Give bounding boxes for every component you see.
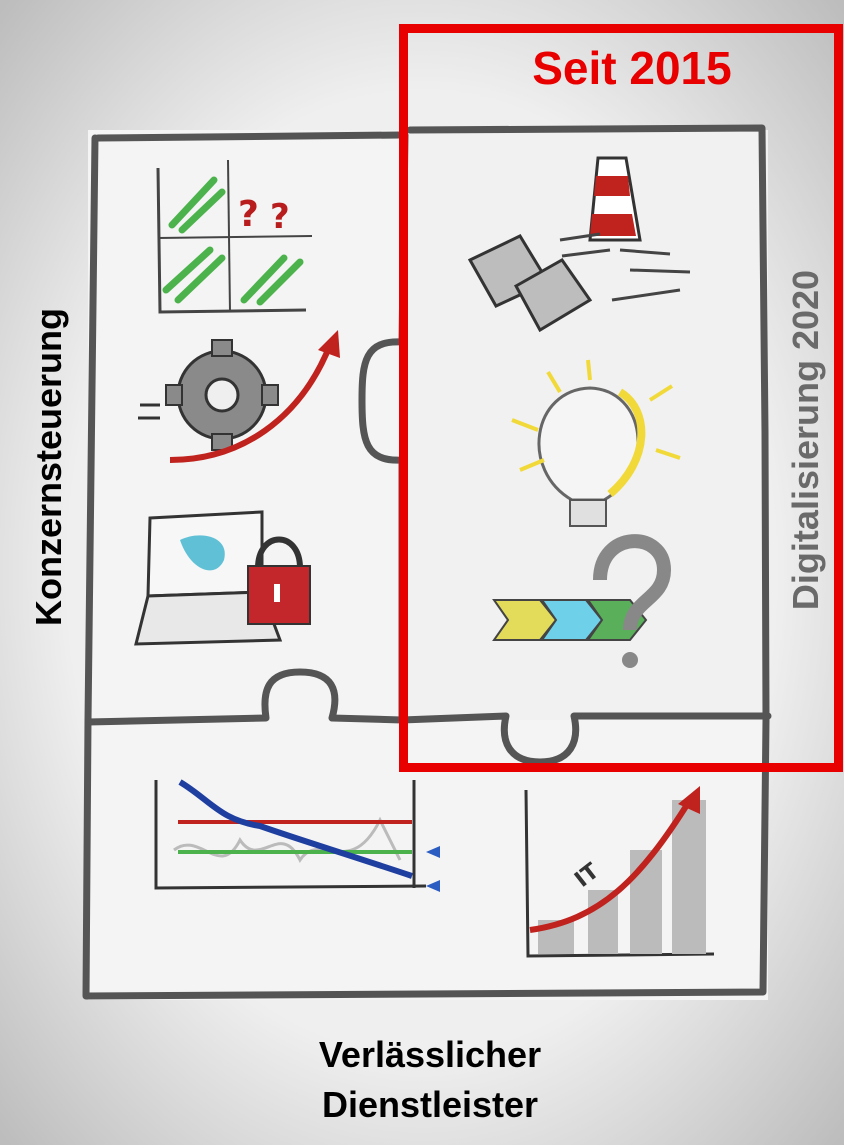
left-vertical-label: Konzernsteuerung: [28, 307, 69, 627]
gear-growth-icon: [138, 330, 340, 463]
since-year-label: Seit 2015: [532, 42, 732, 94]
line-chart-icon: [154, 779, 440, 892]
right-vertical-label: Digitalisierung 2020: [785, 269, 826, 611]
bottom-label-line2: Dienstleister: [321, 1084, 539, 1125]
light-bulb-icon: [511, 359, 681, 527]
laptop-lock-icon: [134, 510, 311, 646]
quadrant-chart-icon: ? ?: [156, 159, 313, 314]
svg-text:?: ?: [238, 194, 259, 235]
binoculars-lighthouse-icon: [467, 156, 691, 333]
highlight-frame: [399, 24, 843, 772]
bottom-label: Verlässlicher Dienstleister: [220, 1030, 640, 1130]
bottom-label-line1: Verlässlicher: [318, 1034, 542, 1075]
process-arrows-question-icon: [492, 534, 672, 668]
puzzle-outline: [82, 124, 772, 1000]
svg-text:?: ?: [270, 197, 290, 237]
